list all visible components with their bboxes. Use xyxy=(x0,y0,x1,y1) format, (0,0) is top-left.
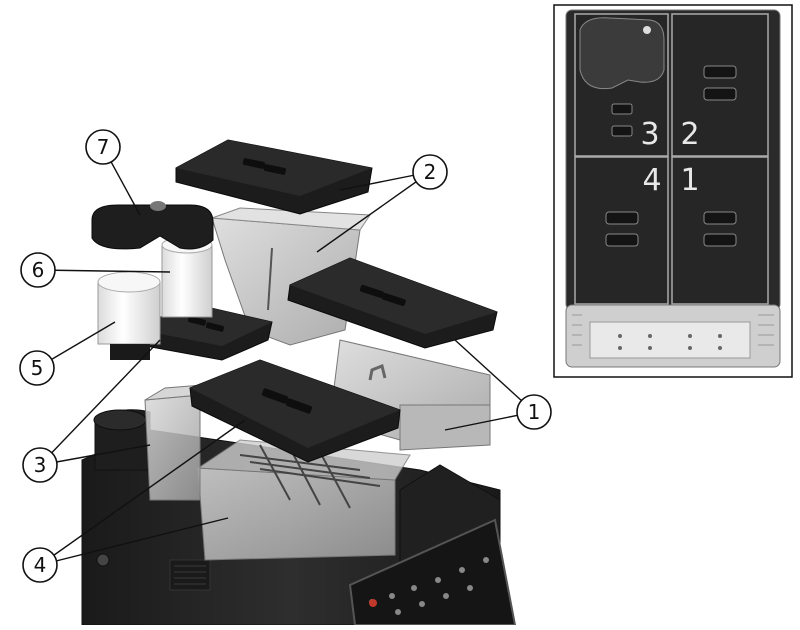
inset-label-2: 2 xyxy=(680,117,699,152)
callout-6-label: 6 xyxy=(32,258,45,282)
lid-1 xyxy=(287,257,498,349)
callout-5: 5 xyxy=(19,350,55,386)
callout-4-label: 4 xyxy=(34,553,47,577)
callout-3: 3 xyxy=(22,447,58,483)
inset-label-4: 4 xyxy=(642,163,661,198)
inset-label-1: 1 xyxy=(680,163,699,198)
callout-2-label: 2 xyxy=(424,160,437,184)
callout-1-label: 1 xyxy=(528,400,541,424)
callout-7: 7 xyxy=(85,129,121,165)
callout-7-label: 7 xyxy=(97,135,110,159)
hopper-2 xyxy=(211,207,371,346)
callout-2: 2 xyxy=(412,154,448,190)
callout-6: 6 xyxy=(20,252,56,288)
top-view-inset: 3 2 4 1 xyxy=(553,4,793,378)
leader-lines xyxy=(36,146,535,566)
callout-5-label: 5 xyxy=(31,356,44,380)
canister-5 xyxy=(97,271,161,360)
lid-2 xyxy=(175,139,373,215)
callout-4: 4 xyxy=(22,547,58,583)
lid-4 xyxy=(189,359,401,463)
canister-lid-7 xyxy=(91,201,214,250)
inset-label-3: 3 xyxy=(640,117,659,152)
callout-3-label: 3 xyxy=(34,453,47,477)
callout-1: 1 xyxy=(516,394,552,430)
